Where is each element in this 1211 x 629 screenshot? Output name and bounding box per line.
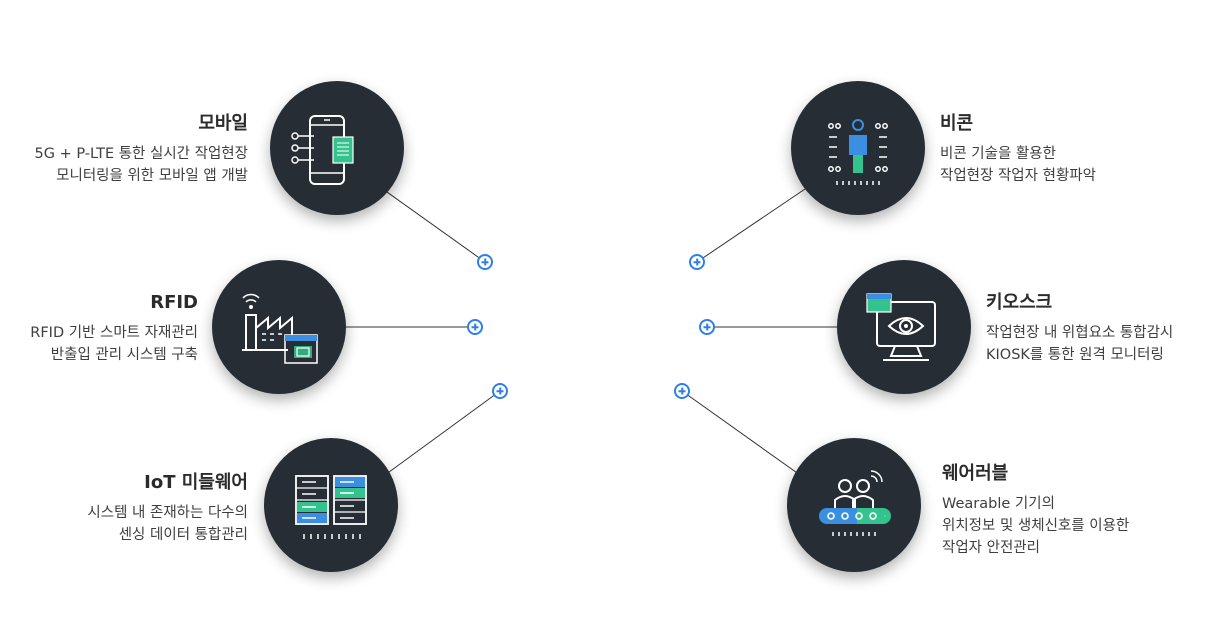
mobile-desc-line-2: 모니터링을 위한 모바일 앱 개발 — [0, 165, 248, 187]
kiosk-title: 키오스크 — [986, 292, 1211, 314]
wearable-text: 웨어러블 Wearable 기기의 위치정보 및 생체신호를 이용한 작업자 안… — [942, 463, 1211, 559]
wearable-circle[interactable] — [787, 438, 921, 572]
mobile-circle[interactable] — [270, 81, 404, 215]
rfid-desc-line-2: 반출입 관리 시스템 구축 — [0, 344, 198, 366]
beacon-circle[interactable] — [791, 81, 925, 215]
expand-plus-icon-beacon[interactable] — [689, 254, 705, 270]
kiosk-desc-line-2: KIOSK를 통한 원격 모니터링 — [986, 344, 1211, 366]
beacon-title: 비콘 — [940, 113, 1211, 135]
iot-desc-line-1: 시스템 내 존재하는 다수의 — [0, 502, 248, 524]
expand-plus-icon-iot[interactable] — [492, 383, 508, 399]
wearable-desc-line-1: Wearable 기기의 — [942, 493, 1211, 515]
rfid-text: RFID RFID 기반 스마트 자재관리 반출입 관리 시스템 구축 — [0, 292, 198, 366]
wearable-workers-icon — [787, 438, 921, 572]
kiosk-text: 키오스크 작업현장 내 위협요소 통합감시 KIOSK를 통한 원격 모니터링 — [986, 292, 1211, 366]
beacon-text: 비콘 비콘 기술을 활용한 작업현장 작업자 현황파악 — [940, 113, 1211, 187]
mobile-desc-line-1: 5G + P-LTE 통한 실시간 작업현장 — [0, 143, 248, 165]
iot-title: IoT 미들웨어 — [0, 472, 248, 494]
beacon-desc-line-2: 작업현장 작업자 현황파악 — [940, 165, 1211, 187]
beacon-person-icon — [791, 81, 925, 215]
iot-circle[interactable] — [264, 438, 398, 572]
iot-desc-line-2: 센싱 데이터 통합관리 — [0, 524, 248, 546]
iot-text: IoT 미들웨어 시스템 내 존재하는 다수의 센싱 데이터 통합관리 — [0, 472, 248, 546]
wearable-desc-line-3: 작업자 안전관리 — [942, 537, 1211, 559]
expand-plus-icon-kiosk[interactable] — [699, 319, 715, 335]
rfid-desc-line-1: RFID 기반 스마트 자재관리 — [0, 322, 198, 344]
factory-rfid-icon — [212, 260, 346, 394]
beacon-desc-line-1: 비콘 기술을 활용한 — [940, 143, 1211, 165]
expand-plus-icon-rfid[interactable] — [467, 319, 483, 335]
rfid-title: RFID — [0, 292, 198, 314]
expand-plus-icon-mobile[interactable] — [477, 254, 493, 270]
kiosk-desc-line-1: 작업현장 내 위협요소 통합감시 — [986, 322, 1211, 344]
expand-plus-icon-wearable[interactable] — [674, 383, 690, 399]
wearable-desc-line-2: 위치정보 및 생체신호를 이용한 — [942, 515, 1211, 537]
mobile-text: 모바일 5G + P-LTE 통한 실시간 작업현장 모니터링을 위한 모바일 … — [0, 113, 248, 187]
server-rack-icon — [264, 438, 398, 572]
wearable-title: 웨어러블 — [942, 463, 1211, 485]
mobile-app-icon — [270, 81, 404, 215]
kiosk-monitor-eye-icon — [837, 260, 971, 394]
kiosk-circle[interactable] — [837, 260, 971, 394]
rfid-circle[interactable] — [212, 260, 346, 394]
mobile-title: 모바일 — [0, 113, 248, 135]
